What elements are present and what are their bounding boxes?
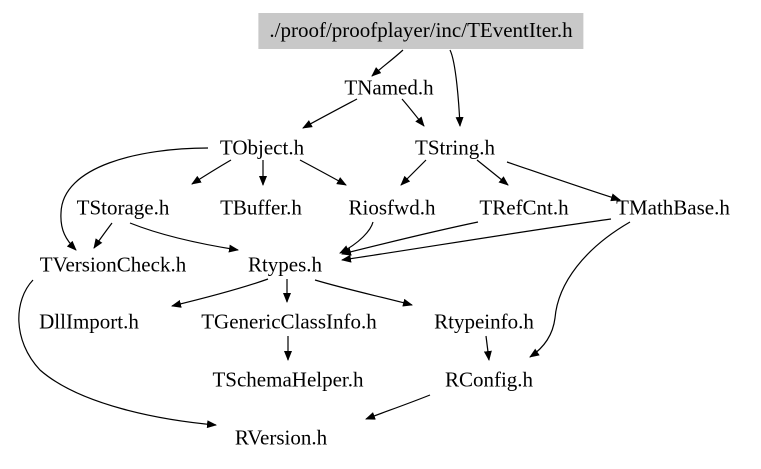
graph-node-TStorage[interactable]: TStorage.h	[76, 195, 170, 220]
graph-edge-root-to-TString	[449, 49, 464, 127]
graph-node-TObject[interactable]: TObject.h	[219, 135, 305, 160]
graph-edge-TNamed-to-TString	[401, 98, 425, 127]
graph-edge-root-to-TNamed	[371, 49, 404, 77]
graph-edge-Riosfwd-to-Rtypes	[339, 221, 374, 254]
graph-edge-TString-to-TRefCnt	[476, 159, 509, 186]
graph-edge-TObject-to-TVersionCheck	[60, 147, 209, 251]
graph-edge-TString-to-Riosfwd	[400, 159, 427, 186]
graph-node-TRefCnt[interactable]: TRefCnt.h	[479, 195, 569, 220]
graph-edge-TVersionCheck-to-RVersion	[18, 279, 217, 429]
graph-node-root[interactable]: ./proof/proofplayer/inc/TEventIter.h	[258, 13, 584, 49]
graph-edge-TMathBase-to-RConfig	[529, 221, 631, 358]
graph-node-TBuffer[interactable]: TBuffer.h	[220, 195, 302, 220]
graph-node-RVersion[interactable]: RVersion.h	[234, 425, 328, 450]
graph-edge-TMathBase-to-Rtypes	[341, 218, 612, 263]
graph-edge-TNamed-to-TObject	[302, 98, 358, 129]
graph-node-Rtypeinfo[interactable]: Rtypeinfo.h	[434, 309, 534, 334]
graph-edge-TStorage-to-Rtypes	[129, 222, 239, 253]
graph-node-TSchemaHelper[interactable]: TSchemaHelper.h	[212, 367, 364, 392]
graph-edge-Rtypes-to-Rtypeinfo	[314, 279, 413, 307]
graph-edge-Rtypes-to-DllImport	[171, 278, 269, 308]
graph-edge-Rtypeinfo-to-RConfig	[483, 335, 492, 361]
graph-node-TGenericClassInfo[interactable]: TGenericClassInfo.h	[201, 309, 377, 334]
graph-node-TString[interactable]: TString.h	[415, 135, 495, 160]
graph-edge-RConfig-to-RVersion	[365, 394, 431, 420]
graph-edge-TString-to-TMathBase	[506, 161, 621, 202]
graph-edge-TObject-to-TStorage	[191, 159, 232, 185]
graph-node-Rtypes[interactable]: Rtypes.h	[247, 252, 323, 277]
graph-edge-TRefCnt-to-Rtypes	[341, 221, 479, 256]
graph-node-RConfig[interactable]: RConfig.h	[444, 367, 534, 392]
graph-node-Riosfwd[interactable]: Riosfwd.h	[348, 195, 436, 220]
graph-node-DllImport[interactable]: DllImport.h	[39, 309, 139, 334]
graph-edge-TStorage-to-TVersionCheck	[93, 222, 113, 249]
graph-node-TMathBase[interactable]: TMathBase.h	[616, 195, 730, 220]
graph-node-TNamed[interactable]: TNamed.h	[344, 75, 434, 100]
graph-edge-TObject-to-Riosfwd	[299, 159, 347, 186]
graph-edges	[18, 49, 631, 429]
graph-node-TVersionCheck[interactable]: TVersionCheck.h	[39, 252, 187, 277]
